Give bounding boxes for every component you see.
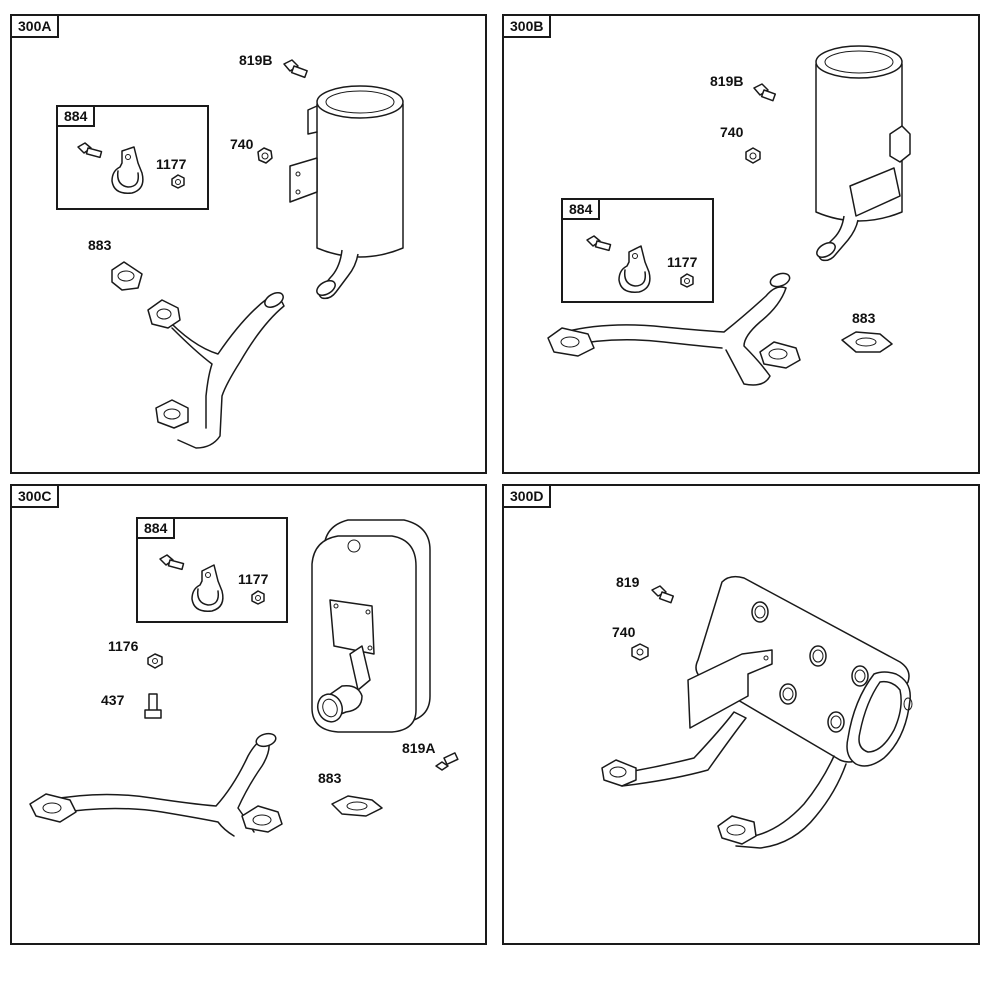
- bolt-437-c: [144, 693, 162, 719]
- panel-300d: 300D: [502, 484, 980, 945]
- label-819a-c: 819A: [402, 740, 436, 756]
- screw-819b-a: [283, 59, 308, 79]
- nut-1176-c: [147, 653, 163, 669]
- nut-740-a: [257, 147, 273, 164]
- clamp-nut-c: [251, 590, 265, 605]
- clamp-c: [191, 564, 224, 612]
- label-740-a: 740: [230, 136, 254, 152]
- exhaust-pipe-a: [147, 292, 285, 449]
- kit-art-884-a: [77, 142, 185, 194]
- kit-tag-884-c: 884: [138, 519, 176, 539]
- gasket-883-c: [331, 795, 383, 817]
- exhaust-pipe-d: [601, 711, 847, 849]
- panel-tag-300b: 300B: [504, 16, 552, 38]
- kit-art-884-c: [159, 554, 265, 612]
- label-819b-a: 819B: [239, 52, 273, 68]
- label-1176-c: 1176: [108, 638, 139, 654]
- diagram-300c: [29, 519, 459, 837]
- panel-300c: 300C: [10, 484, 487, 945]
- label-819b-b: 819B: [710, 73, 744, 89]
- diagram-300b: [547, 45, 911, 386]
- kit-tag-884-a: 884: [58, 107, 96, 127]
- kit-tag-884-b: 884: [563, 200, 601, 220]
- panel-tag-300c: 300C: [12, 486, 60, 508]
- diagram-300a: [111, 59, 404, 449]
- clamp-b: [618, 245, 651, 293]
- nut-740-b: [745, 147, 761, 164]
- label-883-c: 883: [318, 770, 342, 786]
- label-883-a: 883: [88, 237, 112, 253]
- gasket-883-b: [841, 331, 893, 353]
- kit-884-b: 884 1177: [561, 198, 714, 303]
- label-1177-a: 1177: [156, 156, 187, 172]
- label-740-b: 740: [720, 124, 744, 140]
- kit-884-c: 884 1177: [136, 517, 288, 623]
- clamp-a: [111, 146, 144, 194]
- label-819-d: 819: [616, 574, 640, 590]
- label-1177-b: 1177: [667, 254, 698, 270]
- clamp-bolt-a: [77, 142, 103, 159]
- screw-819b-b: [753, 83, 777, 102]
- gasket-883-a: [111, 261, 143, 291]
- muffler-b: [815, 45, 911, 262]
- label-740-d: 740: [612, 624, 636, 640]
- label-883-b: 883: [852, 310, 876, 326]
- kit-art-884-b: [586, 235, 694, 293]
- clamp-nut-b: [680, 273, 694, 288]
- nut-740-d: [631, 643, 649, 661]
- exhaust-pipe-b: [547, 272, 801, 386]
- exhaust-pipe-c: [29, 732, 283, 837]
- clamp-nut-a: [171, 174, 185, 189]
- panel-tag-300d: 300D: [504, 486, 552, 508]
- clamp-bolt-c: [159, 554, 185, 571]
- muffler-c: [311, 519, 431, 733]
- muffler-a: [289, 85, 404, 300]
- panel-tag-300a: 300A: [12, 16, 60, 38]
- label-437-c: 437: [101, 692, 125, 708]
- clamp-bolt-b: [586, 235, 612, 252]
- diagram-300d: [601, 575, 913, 849]
- screw-819-d: [651, 585, 675, 604]
- panel-300b: 300B: [502, 14, 980, 474]
- muffler-d: [687, 575, 913, 767]
- screw-819a-c: [435, 752, 459, 771]
- label-1177-c: 1177: [238, 571, 269, 587]
- kit-884-a: 884 1177: [56, 105, 209, 210]
- panel-300a: 300A: [10, 14, 487, 474]
